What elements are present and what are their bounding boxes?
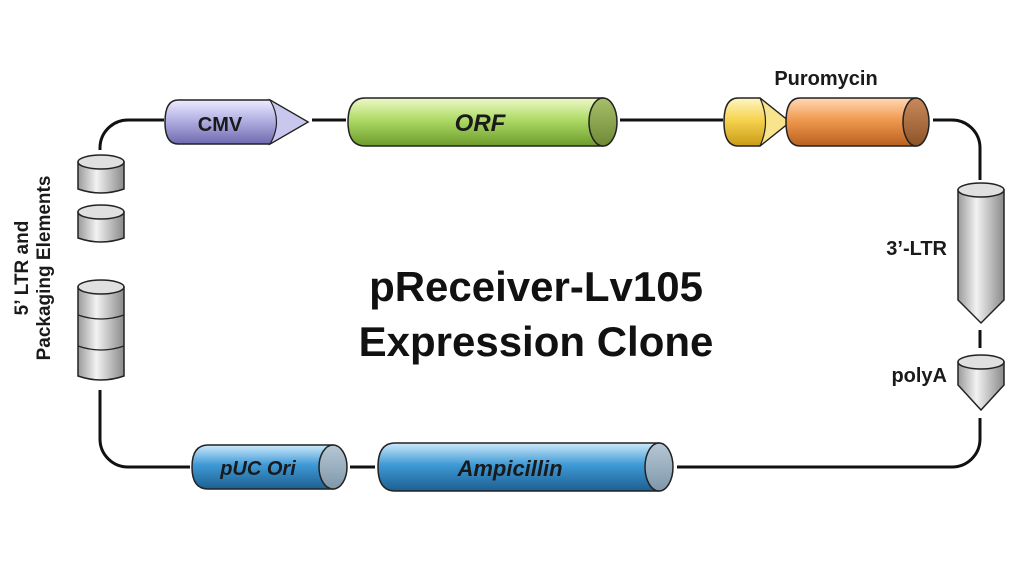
- ltr3-element: 3’-LTR: [886, 182, 1005, 325]
- ltr5-label-line2: Packaging Elements: [34, 176, 55, 361]
- puc-ori-element: pUC Ori: [191, 444, 348, 490]
- orf-gene: ORF: [347, 97, 618, 147]
- puromycin-gene: Puromycin: [774, 68, 930, 147]
- cmv-promoter: CMV: [164, 98, 310, 146]
- ltr3-label: 3’-LTR: [886, 238, 947, 260]
- diagram-title-line2: Expression Clone: [359, 318, 714, 365]
- cmv-label: CMV: [198, 114, 243, 136]
- puromycin-label: Puromycin: [774, 68, 877, 90]
- orf-label: ORF: [455, 110, 507, 137]
- puc-ori-label: pUC Ori: [219, 458, 296, 480]
- ampicillin-gene: Ampicillin: [377, 442, 674, 492]
- ltr5-label-line1: 5’ LTR and: [12, 221, 33, 316]
- polya-label: polyA: [891, 365, 947, 387]
- puromycin-promoter: [723, 97, 792, 147]
- ampicillin-label: Ampicillin: [456, 456, 562, 481]
- diagram-title-line1: pReceiver-Lv105: [369, 263, 703, 310]
- polya-element: polyA: [891, 354, 1005, 412]
- ltr5-packaging-elements: [77, 154, 125, 381]
